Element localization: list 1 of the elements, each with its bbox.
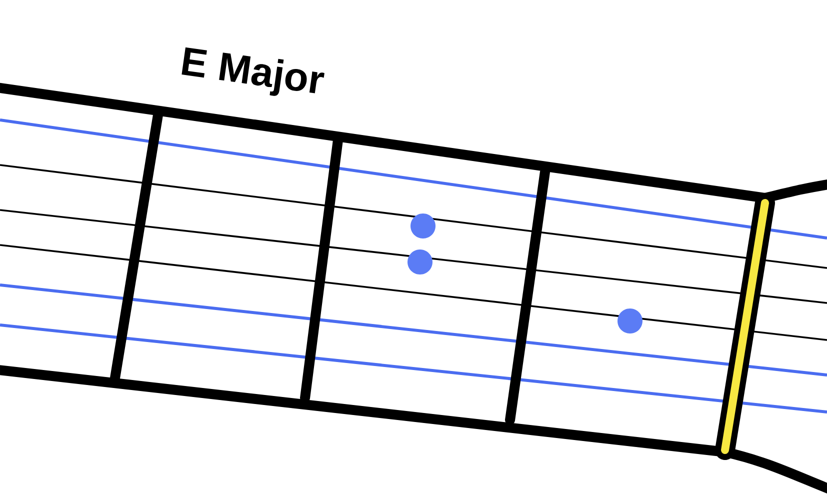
- title: E Major: [182, 47, 324, 96]
